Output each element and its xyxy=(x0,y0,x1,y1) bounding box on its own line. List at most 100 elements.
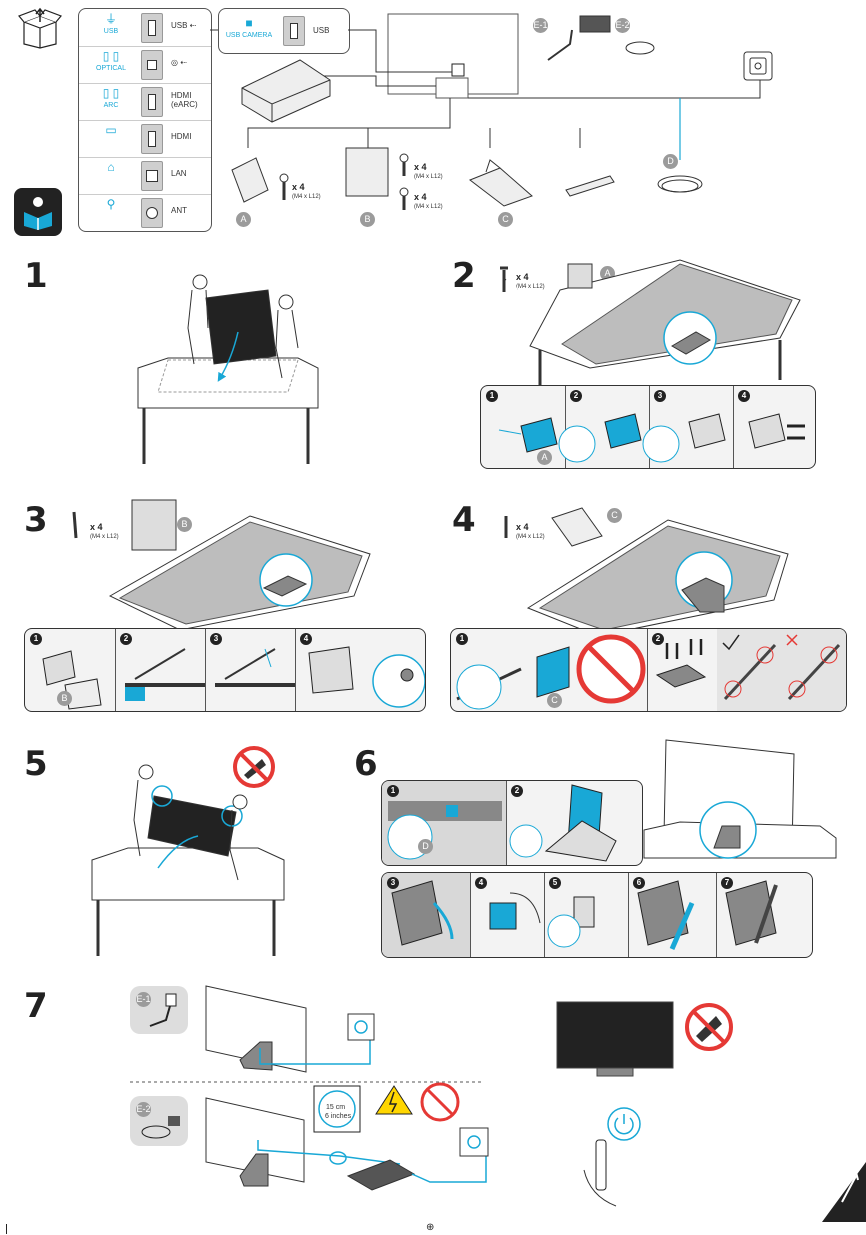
part-a-qty: x 4 xyxy=(292,182,305,192)
step3-table-illustration xyxy=(72,499,371,631)
step-number: 1 xyxy=(24,256,48,296)
step3-sub-1: 1 B xyxy=(25,629,116,711)
step-number: 4 xyxy=(452,500,476,540)
sub-number: 1 xyxy=(30,633,42,645)
camera-icon-label: USB CAMERA xyxy=(225,32,273,39)
step5-illustration xyxy=(91,764,285,956)
part-b-badge: B xyxy=(57,691,72,706)
step3-sub-3: 3 xyxy=(205,629,296,711)
sub-number: 2 xyxy=(570,390,582,402)
step6-sub-6: 6 xyxy=(628,873,717,957)
camera-port-label: USB xyxy=(313,26,330,35)
optical-port xyxy=(141,50,163,80)
port-label: ANT xyxy=(171,206,187,215)
antenna-icon: ⚲ xyxy=(106,197,116,211)
cable-e2-box: E-2 xyxy=(130,1096,188,1146)
sub-number: 3 xyxy=(387,877,399,889)
lan-icon: ⌂ xyxy=(107,160,115,174)
step6-substeps-top: 1 D 2 xyxy=(381,780,643,866)
finished-tv xyxy=(556,1001,674,1077)
step6-sub-3: 3 xyxy=(382,873,471,957)
port-panel: ⏚USB USB ⇠ ▯ ▯OPTICAL ◎ ⇠ ▯ ▯ARC HDMI (e… xyxy=(78,8,212,232)
port-icon-label: ARC xyxy=(103,102,119,109)
device-icon: ▭ xyxy=(105,123,117,137)
step6-substeps-bottom: 3 4 5 6 7 xyxy=(381,872,813,958)
step6-sub-5: 5 xyxy=(544,873,629,957)
step2-sub-4: 4 xyxy=(733,386,815,468)
hdmi-arc-icon: ▯ ▯ xyxy=(102,86,120,100)
part-d-badge: D xyxy=(418,839,433,854)
step3-spec: (M4 x L12) xyxy=(90,534,119,540)
part-a-spec: (M4 x L12) xyxy=(292,194,321,200)
port-row-optical: ▯ ▯OPTICAL ◎ ⇠ xyxy=(79,46,211,84)
step2-qty: x 4 xyxy=(516,272,529,282)
sub-number: 3 xyxy=(210,633,222,645)
sub-number: 1 xyxy=(387,785,399,797)
part-a-badge: A xyxy=(236,212,251,227)
step2-table-illustration xyxy=(500,259,801,390)
part-e2-badge: E-2 xyxy=(136,1102,151,1117)
camera-icon: ■ xyxy=(245,16,253,30)
step3-qty: x 4 xyxy=(90,522,103,532)
part-b-spec-2: (M4 x L12) xyxy=(414,204,443,210)
no-touch-screen-icon xyxy=(685,1003,733,1051)
step6-sub-7: 7 xyxy=(716,873,812,957)
part-a-badge: A xyxy=(537,450,552,465)
usb-icon: ⏚ xyxy=(104,12,117,26)
step2-sub-3: 3 xyxy=(642,386,734,468)
part-c-badge: C xyxy=(498,212,513,227)
step-number: 6 xyxy=(354,744,378,784)
port-label: ◎ ⇠ xyxy=(171,58,187,67)
box-open-icon xyxy=(17,7,63,49)
hdmi-port xyxy=(141,124,163,154)
camera-port-panel: ■ USB CAMERA USB xyxy=(218,8,350,54)
sub-number: 2 xyxy=(120,633,132,645)
usb-camera-port xyxy=(283,16,305,46)
step6-tv-illustration xyxy=(643,739,837,859)
no-lift-by-screen-icon xyxy=(233,746,275,788)
cable-e1-box: E-1 xyxy=(130,986,188,1034)
part-d-badge: D xyxy=(663,154,678,169)
step4-substeps-panel: 1 C 2 xyxy=(450,628,847,712)
step4-part-badge: C xyxy=(607,508,622,523)
step4-sub-wrong xyxy=(781,629,846,711)
step2-spec: (M4 x L12) xyxy=(516,284,545,290)
part-b-badge: B xyxy=(360,212,375,227)
part-e1-badge: E-1 xyxy=(136,992,151,1007)
step6-sub-4: 4 xyxy=(470,873,545,957)
step3-sub-4: 4 xyxy=(295,629,425,711)
step-number: 7 xyxy=(24,986,48,1026)
port-icon-label: USB xyxy=(103,28,119,35)
step4-sub-2: 2 xyxy=(647,629,718,711)
port-label: LAN xyxy=(171,169,187,178)
port-row-hdmi-earc: ▯ ▯ARC HDMI (eARC) xyxy=(79,83,211,121)
sub-number: 2 xyxy=(511,785,523,797)
port-icon-label: OPTICAL xyxy=(96,65,126,72)
usb-port xyxy=(141,13,163,43)
sub-number: 2 xyxy=(652,633,664,645)
step4-table-illustration xyxy=(504,507,789,637)
sub-number: 6 xyxy=(633,877,645,889)
step7-illustration xyxy=(130,985,489,1191)
read-manual-icon xyxy=(14,188,62,236)
sub-number: 7 xyxy=(721,877,733,889)
step3-part-badge: B xyxy=(177,517,192,532)
sub-number: 4 xyxy=(738,390,750,402)
step6-sub-2: 2 xyxy=(506,781,642,865)
top-tv-diagram xyxy=(210,13,773,210)
port-row-hdmi: ▭ HDMI xyxy=(79,120,211,158)
port-row-usb: ⏚ USB USB ⇠ xyxy=(79,9,211,47)
sub-number: 4 xyxy=(300,633,312,645)
part-b-qty-1: x 4 xyxy=(414,162,427,172)
step-number: 2 xyxy=(452,256,476,296)
hdmi-earc-port xyxy=(141,87,163,117)
step1-illustration xyxy=(137,274,319,464)
sub-number: 5 xyxy=(549,877,561,889)
port-label: USB ⇠ xyxy=(171,21,197,30)
step4-spec: (M4 x L12) xyxy=(516,534,545,540)
page-corner-fold-icon xyxy=(822,1162,866,1222)
sub-number: 1 xyxy=(486,390,498,402)
step3-substeps-panel: 1 B 2 3 4 xyxy=(24,628,426,712)
step2-sub-1: 1 A xyxy=(481,386,566,468)
lan-port xyxy=(141,161,163,191)
